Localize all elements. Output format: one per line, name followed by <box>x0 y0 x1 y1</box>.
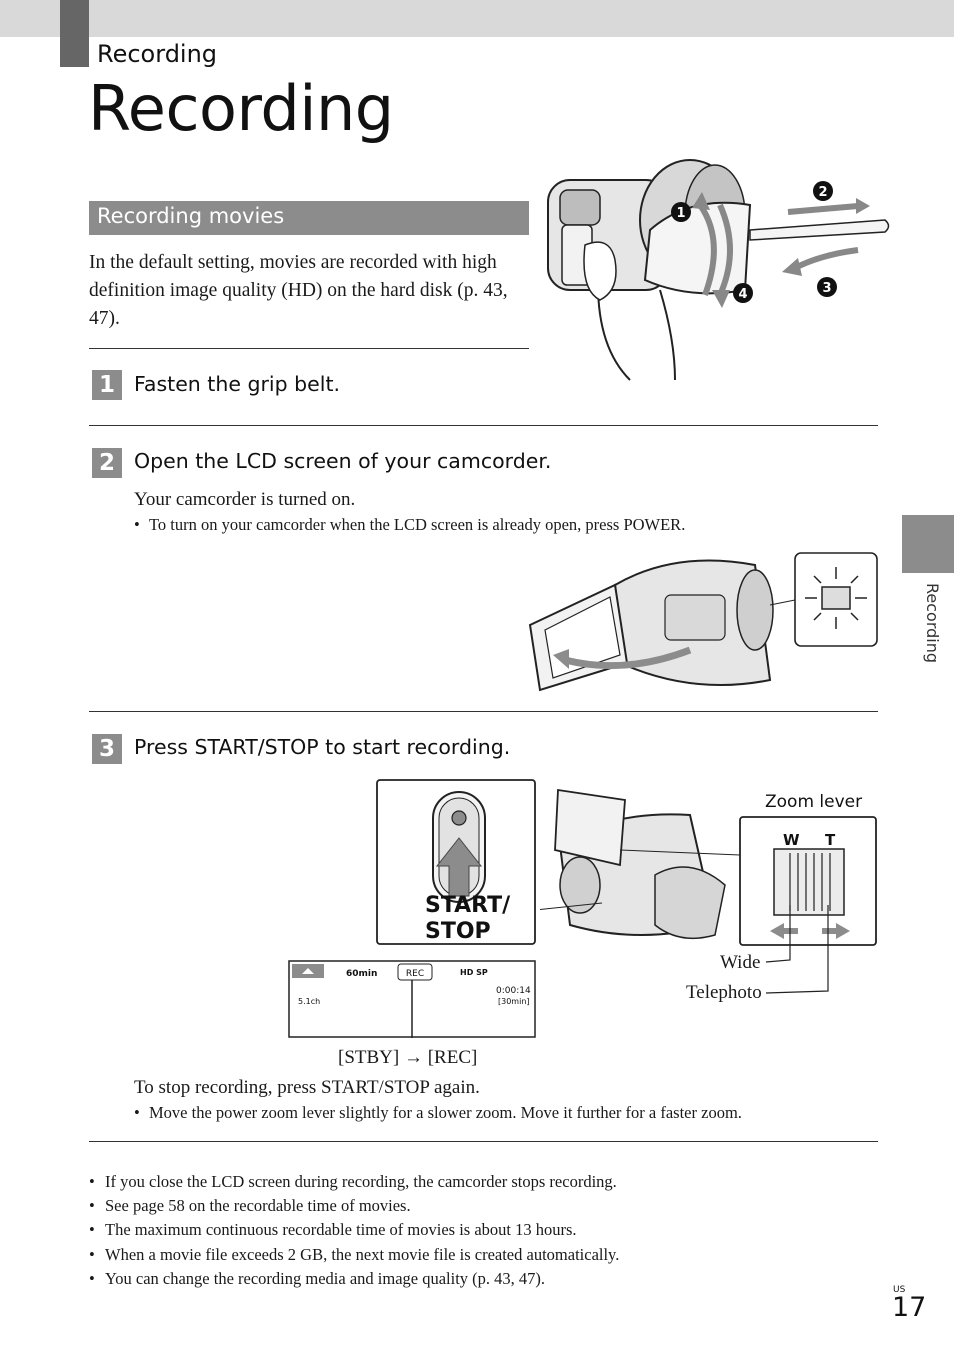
header-tab-marker <box>60 0 89 67</box>
grip-marker-1: 1 <box>676 206 685 221</box>
step-2-number: 2 <box>92 448 122 478</box>
step-3-detail: To stop recording, press START/STOP agai… <box>134 1077 480 1098</box>
grip-marker-2: 2 <box>818 185 827 200</box>
side-tab-label: Recording <box>923 583 942 664</box>
lcd-remaining: 60min <box>346 969 377 979</box>
telephoto-label: Telephoto <box>686 982 762 1003</box>
header-band <box>0 0 954 37</box>
lcd-rec: REC <box>406 969 424 979</box>
subsection-title: Recording movies <box>97 204 285 228</box>
list-item: •When a movie file exceeds 2 GB, the nex… <box>89 1244 620 1264</box>
step-2-detail: Your camcorder is turned on. <box>134 489 356 510</box>
step-1-number: 1 <box>92 370 122 400</box>
grip-marker-4: 4 <box>738 287 747 302</box>
step-3-note: • Move the power zoom lever slightly for… <box>134 1103 742 1122</box>
list-item: •The maximum continuous recordable time … <box>89 1220 577 1240</box>
list-item: •If you close the LCD screen during reco… <box>89 1172 617 1191</box>
camcorder-zoom-illustration: W T <box>540 788 877 946</box>
step-3-text: Press START/STOP to start recording. <box>134 735 511 759</box>
page-region: US <box>893 1285 906 1295</box>
list-item: •See page 58 on the recordable time of m… <box>89 1196 411 1216</box>
lcd-time: 0:00:14 <box>496 986 531 996</box>
lcd-audio: 5.1ch <box>298 997 320 1006</box>
notes-list: •If you close the LCD screen during reco… <box>89 1170 889 1291</box>
step-2-note: • To turn on your camcorder when the LCD… <box>134 515 686 534</box>
side-tab-marker <box>902 515 954 573</box>
list-item: •You can change the recording media and … <box>89 1268 546 1288</box>
subsection-bar <box>89 201 529 235</box>
grip-belt-illustration: 1 2 3 4 <box>547 159 890 381</box>
start-stop-illustration: START/ STOP <box>376 779 536 945</box>
lcd-readout-panel: 60min REC HD SP 5.1ch 0:00:14 [30min] <box>288 960 536 1038</box>
divider <box>89 425 878 426</box>
home-icon <box>302 968 314 974</box>
divider <box>89 1141 878 1142</box>
step-3-number: 3 <box>92 734 122 764</box>
step-2-text: Open the LCD screen of your camcorder. <box>134 449 552 473</box>
lcd-quality: HD SP <box>460 968 488 977</box>
intro-paragraph: In the default setting, movies are recor… <box>89 252 508 329</box>
lcd-open-illustration <box>528 552 878 692</box>
stby-rec-label: [STBY] → [REC] <box>338 1047 478 1068</box>
step-1-text: Fasten the grip belt. <box>134 372 341 396</box>
page-title: Recording <box>88 72 394 145</box>
zoom-w-label: W <box>783 831 800 849</box>
start-stop-label-1: START/ <box>425 893 511 918</box>
wide-label: Wide <box>720 952 761 973</box>
zoom-lever-label: Zoom lever <box>765 792 863 812</box>
section-label: Recording <box>97 40 218 68</box>
divider <box>89 348 529 349</box>
zoom-callout-lines <box>765 905 829 994</box>
lcd-time-left: [30min] <box>498 997 530 1006</box>
page-number: 17 <box>892 1292 927 1323</box>
zoom-t-label: T <box>825 831 836 849</box>
divider <box>89 711 878 712</box>
grip-marker-3: 3 <box>822 281 831 296</box>
start-stop-label-2: STOP <box>425 919 491 944</box>
